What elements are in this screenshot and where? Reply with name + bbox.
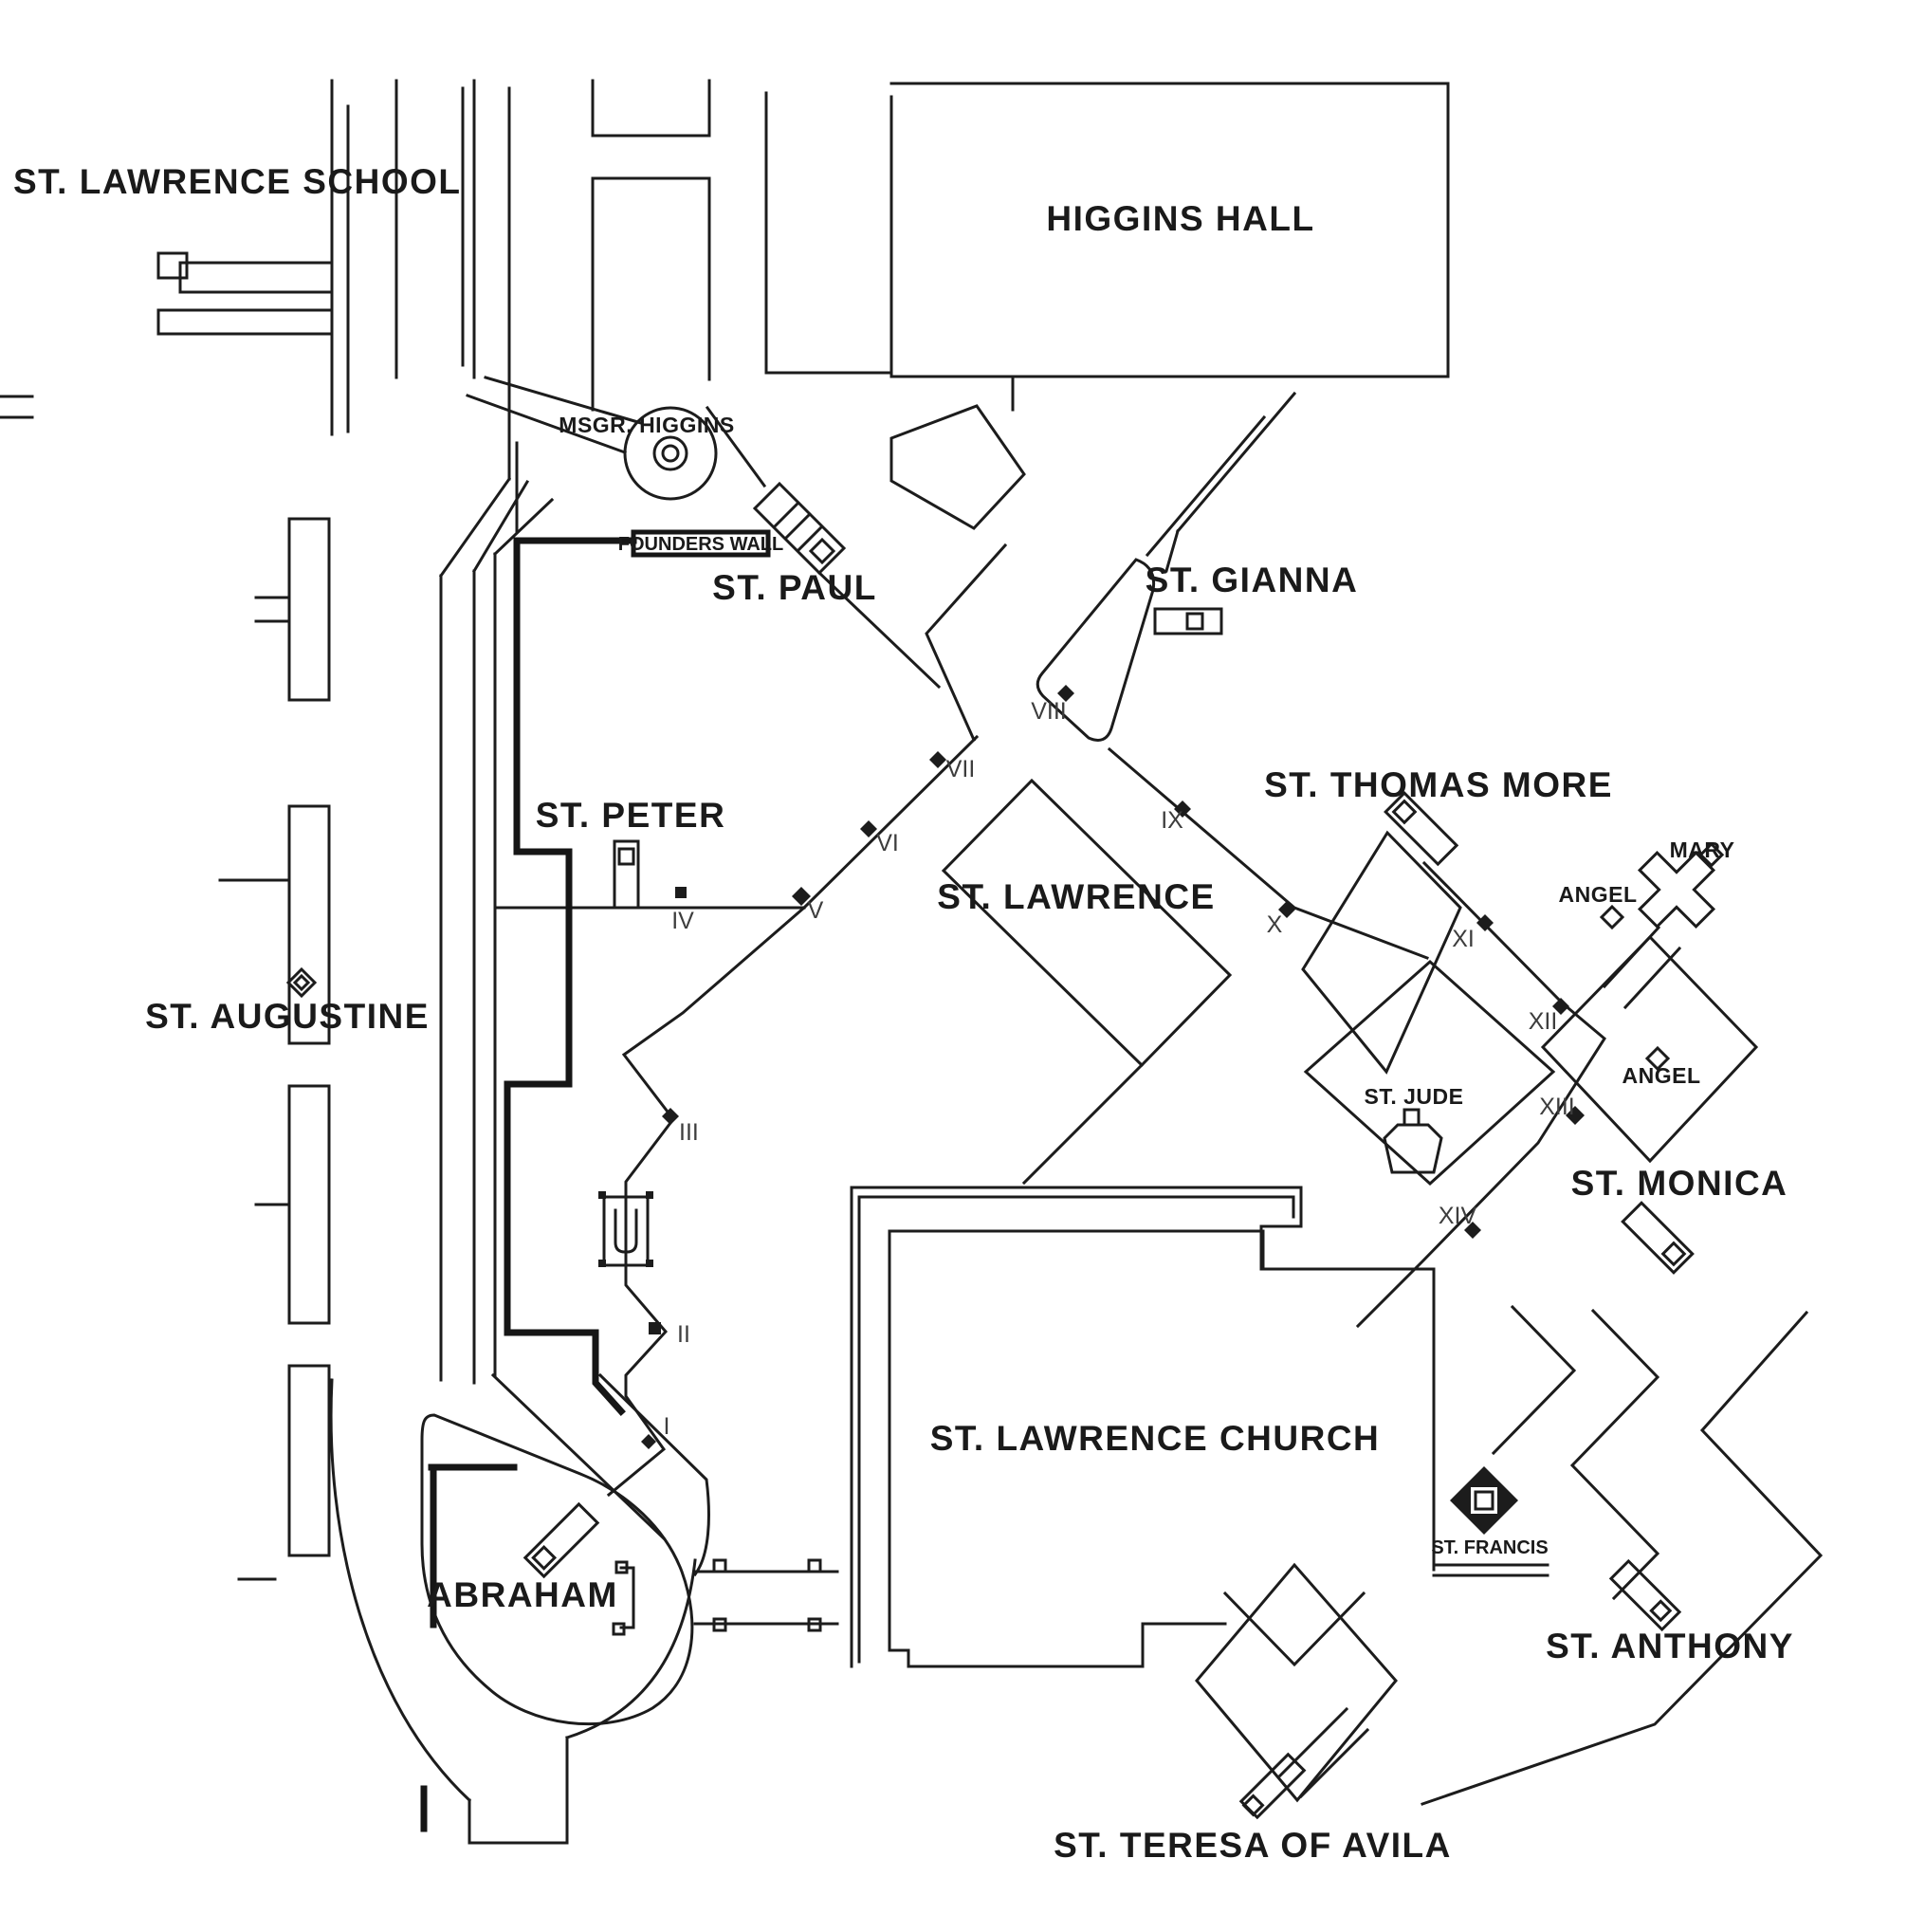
label-st-monica: ST. MONICA [1571, 1164, 1788, 1203]
label-angel-north: ANGEL [1559, 882, 1638, 907]
station-marker-v [792, 887, 811, 906]
abraham-loop [420, 1413, 694, 1726]
statues [285, 406, 1725, 1820]
teardrop-island [1036, 558, 1156, 742]
station-label-xiv: XIV [1439, 1203, 1477, 1229]
label-mary: MARY [1670, 837, 1735, 862]
station-label-vii: VII [946, 756, 976, 782]
church-outline [888, 1229, 1436, 1668]
station-numerals: I II III IV V VI VII VIII IX X XI XII XI… [664, 698, 1575, 1440]
station-marker-xiii [1566, 1106, 1585, 1125]
monica-building [1540, 934, 1759, 1164]
label-st-thomas-more: ST. THOMAS MORE [1264, 765, 1613, 804]
francis-courtyard-edge [1491, 1304, 1577, 1456]
st-anthony-statue-icon [1608, 1558, 1682, 1632]
entrance-bridge [693, 1570, 839, 1626]
teresa-walkway [1277, 1706, 1370, 1799]
st-lawrence-building [941, 778, 1233, 1068]
label-st-paul: ST. PAUL [712, 568, 877, 607]
founders-wall-marker [631, 529, 771, 558]
st-gianna-statue-icon [1153, 607, 1223, 635]
labels: ST. LAWRENCE SCHOOL HIGGINS HALL MSGR. H… [13, 162, 1794, 1865]
station-marker-ix [1174, 800, 1191, 818]
label-msgr-higgins: MSGR. HIGGINS [559, 413, 734, 437]
station-label-ix: IX [1161, 807, 1183, 834]
label-school: ST. LAWRENCE SCHOOL [13, 162, 462, 201]
church-boundary [850, 1186, 1303, 1668]
label-higgins-hall: HIGGINS HALL [1046, 199, 1314, 238]
label-founders-wall: FOUNDERS WALL [618, 534, 783, 555]
label-st-francis: ST. FRANCIS [1431, 1537, 1548, 1558]
station-marker-iv [675, 887, 687, 898]
msgr-higgins-circle-icon [623, 406, 718, 501]
st-monica-statue-icon [1621, 1201, 1695, 1275]
st-teresa-statue-icon [1238, 1752, 1307, 1820]
label-st-lawrence-church: ST. LAWRENCE CHURCH [930, 1419, 1381, 1458]
station-marker-x [1278, 901, 1295, 918]
higgins-hall-outline [889, 82, 1450, 412]
walkway-corridor [591, 79, 893, 412]
station-marker-vi [860, 820, 877, 837]
label-st-augustine: ST. AUGUSTINE [145, 997, 430, 1036]
station-label-ii: II [677, 1321, 690, 1348]
station-label-xi: XI [1452, 926, 1475, 952]
station-marker-ii [649, 1322, 661, 1334]
station-marker-xi [1476, 914, 1494, 931]
station-marker-viii [1057, 685, 1074, 702]
station-label-v: V [808, 897, 824, 924]
church-south-wing [1195, 1562, 1398, 1803]
station-label-viii: VIII [1031, 698, 1067, 725]
st-jude-statue-icon [1383, 1108, 1443, 1174]
st-augustine-statue-icon [285, 966, 318, 999]
angel-north-icon [1599, 904, 1625, 930]
label-st-anthony: ST. ANTHONY [1546, 1627, 1794, 1665]
memorial-monument-icon [598, 1191, 653, 1267]
label-st-peter: ST. PETER [536, 796, 726, 835]
abraham-statue-icon [522, 1501, 600, 1579]
label-st-jude: ST. JUDE [1365, 1084, 1464, 1109]
st-francis-statue-icon [1450, 1466, 1518, 1535]
label-st-teresa: ST. TERESA OF AVILA [1054, 1826, 1452, 1865]
sawtooth-edge [606, 905, 807, 1498]
station-marker-xiv [1464, 1222, 1481, 1239]
thomas-more-building [1301, 830, 1462, 1075]
station-label-xiii: XIII [1539, 1094, 1575, 1120]
courtyard-walls [420, 529, 771, 1832]
station-label-iii: III [679, 1119, 699, 1146]
label-st-lawrence: ST. LAWRENCE [937, 877, 1215, 916]
st-thomas-more-statue-icon [1384, 791, 1459, 867]
st-peter-statue-icon [613, 839, 640, 910]
station-marker-xii [1552, 998, 1569, 1015]
st-paul-statue-icon [752, 481, 847, 576]
station-marker-iii [662, 1108, 679, 1125]
label-st-gianna: ST. GIANNA [1146, 561, 1359, 599]
gianna-walk [1145, 391, 1297, 573]
street-network [0, 79, 697, 1845]
station-label-iv: IV [671, 908, 694, 934]
pentagon-island [889, 404, 1026, 530]
station-marker-vii [929, 751, 946, 768]
walkways [420, 376, 1824, 1806]
station-label-i: I [664, 1413, 670, 1440]
station-label-xii: XII [1529, 1008, 1558, 1035]
church-railing [1432, 1563, 1549, 1577]
jude-building [1303, 959, 1556, 1187]
mary-walkway [1602, 925, 1682, 1010]
station-label-vi: VI [876, 830, 899, 856]
station-label-x: X [1267, 911, 1283, 938]
mary-statue-icon [1637, 841, 1725, 929]
label-abraham: ABRAHAM [427, 1575, 618, 1614]
station-marker-i [641, 1434, 656, 1449]
angel-south-icon [1644, 1045, 1671, 1072]
label-angel-south: ANGEL [1622, 1063, 1701, 1088]
station-markers [641, 685, 1585, 1449]
